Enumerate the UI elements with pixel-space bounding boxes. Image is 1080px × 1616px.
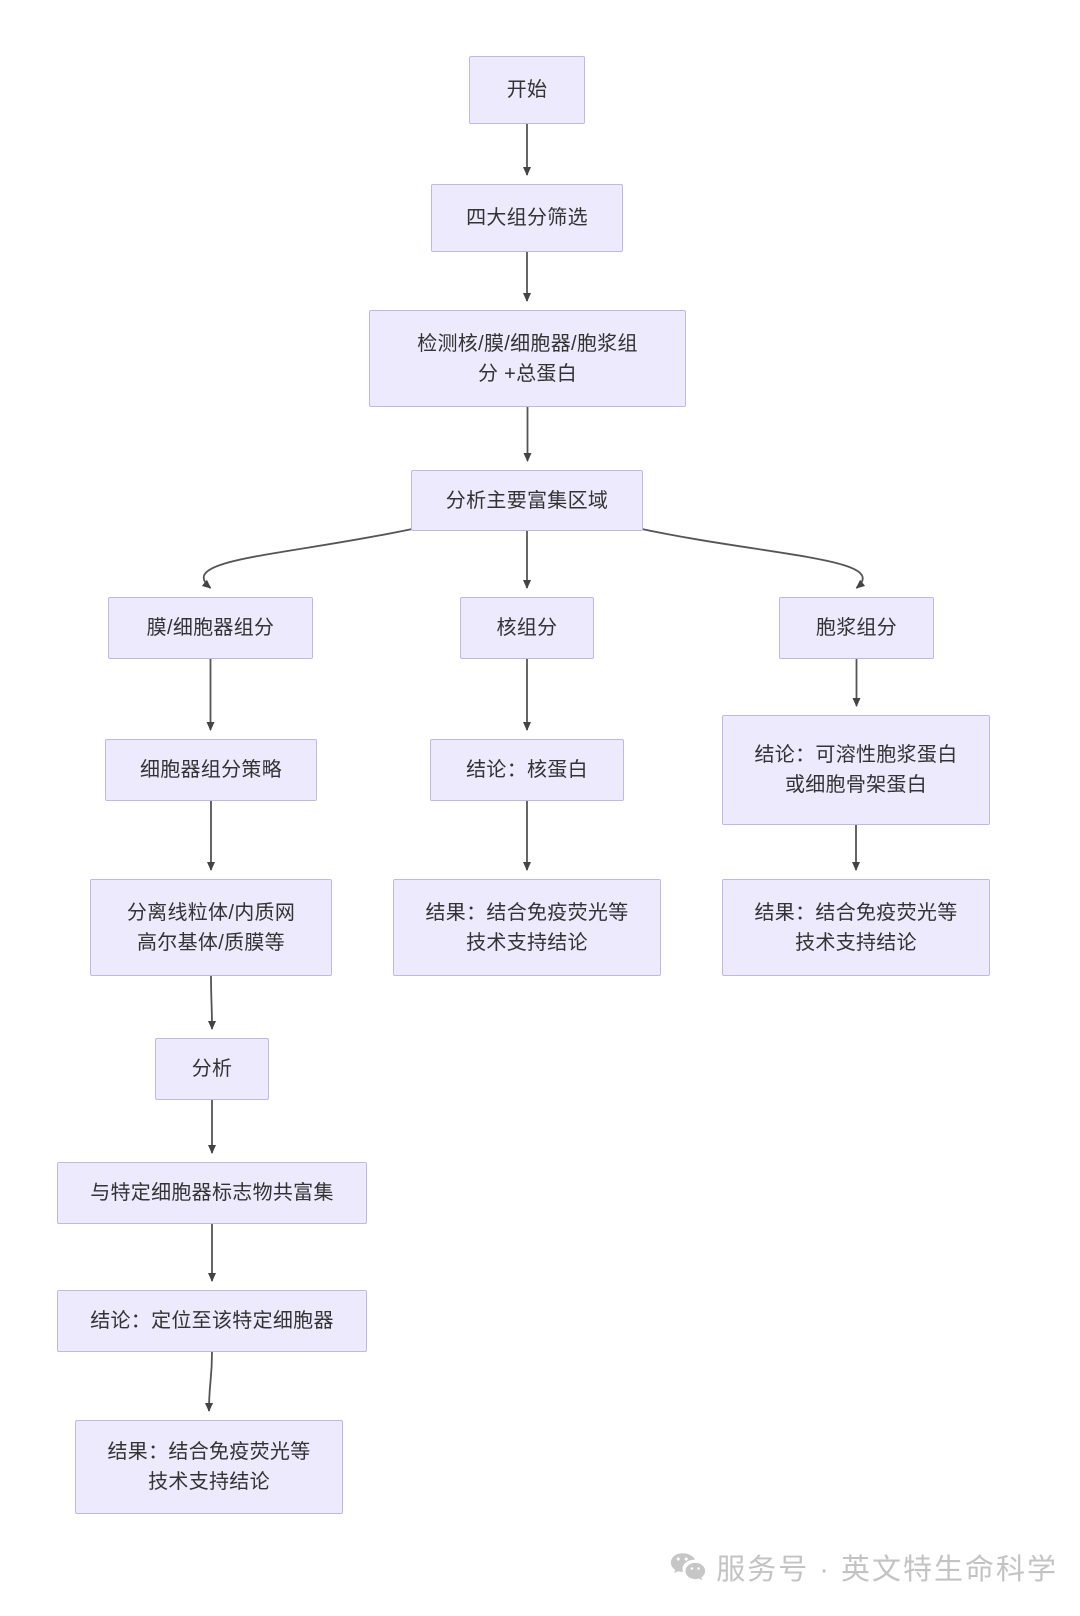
flow-node-cyto-concl: 结论：可溶性胞浆蛋白 或细胞骨架蛋白: [722, 715, 990, 825]
flow-node-start: 开始: [469, 56, 585, 124]
flow-node-label: 分析主要富集区域: [445, 489, 609, 512]
flow-node-analyze: 分析主要富集区域: [411, 470, 643, 531]
flow-node-label: 结果：结合免疫荧光等 技术支持结论: [107, 1441, 311, 1493]
flow-edge-loc-concl-to-loc-result: [205, 1351, 214, 1412]
flow-node-screen: 四大组分筛选: [431, 184, 623, 252]
flow-node-cyto-result: 结果：结合免疫荧光等 技术支持结论: [722, 879, 990, 976]
flow-node-label: 膜/细胞器组分: [146, 617, 275, 639]
flow-node-label: 结论：核蛋白: [466, 759, 588, 781]
flow-node-label: 检测核/膜/细胞器/胞浆组 分 +总蛋白: [417, 332, 638, 385]
flow-edge-analyze-to-membrane: [201, 527, 418, 589]
flow-node-analysis2: 分析: [155, 1038, 269, 1100]
flow-node-organelle: 细胞器组分策略: [105, 739, 317, 801]
flow-node-label: 细胞器组分策略: [139, 759, 283, 781]
flow-node-loc-concl: 结论：定位至该特定细胞器: [57, 1290, 367, 1352]
flow-node-label: 分析: [191, 1058, 233, 1080]
flow-node-label: 结果：结合免疫荧光等 技术支持结论: [754, 901, 958, 954]
flow-node-label: 与特定细胞器标志物共富集: [90, 1182, 334, 1204]
flow-edge-separate-to-analysis2: [207, 975, 216, 1030]
flow-node-label: 核组分: [496, 617, 558, 639]
flow-node-cytosol: 胞浆组分: [779, 597, 934, 659]
flow-node-detect: 检测核/膜/细胞器/胞浆组 分 +总蛋白: [369, 310, 686, 407]
flow-node-membrane: 膜/细胞器组分: [108, 597, 313, 659]
watermark-text: 服务号 · 英文特生命科学: [716, 1554, 1058, 1586]
flow-node-loc-result: 结果：结合免疫荧光等 技术支持结论: [75, 1420, 343, 1514]
flow-node-label: 四大组分筛选: [466, 207, 588, 229]
flow-node-coenrich: 与特定细胞器标志物共富集: [57, 1162, 367, 1224]
flow-node-nucleus: 核组分: [460, 597, 594, 659]
flow-node-label: 开始: [506, 79, 548, 101]
flow-node-separate: 分离线粒体/内质网 高尔基体/质膜等: [90, 879, 332, 976]
flow-node-label: 胞浆组分: [815, 617, 898, 639]
wechat-logo-icon: [670, 1552, 706, 1582]
flow-node-label: 结论：可溶性胞浆蛋白 或细胞骨架蛋白: [754, 744, 958, 796]
flow-node-nuc-concl: 结论：核蛋白: [430, 739, 624, 801]
flow-edge-analyze-to-cytosol: [636, 527, 866, 589]
flow-node-label: 结论：定位至该特定细胞器: [90, 1310, 334, 1332]
flow-node-nuc-result: 结果：结合免疫荧光等 技术支持结论: [393, 879, 661, 976]
flow-node-label: 结果：结合免疫荧光等 技术支持结论: [425, 901, 629, 954]
footer-watermark: 服务号 · 英文特生命科学: [670, 1546, 1058, 1588]
flow-node-label: 分离线粒体/内质网 高尔基体/质膜等: [126, 901, 296, 954]
